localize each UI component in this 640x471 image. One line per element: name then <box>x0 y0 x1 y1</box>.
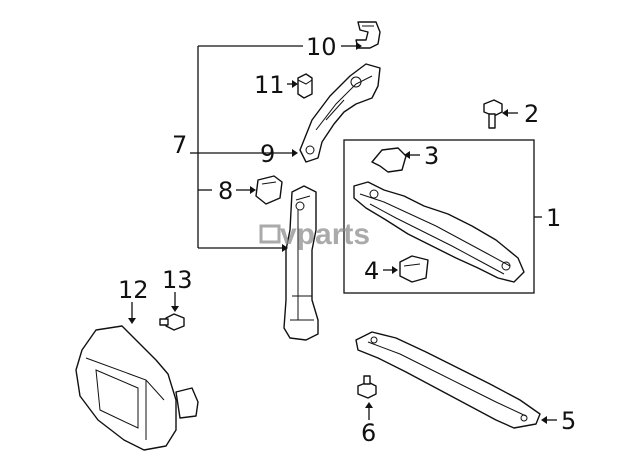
part-10-clip <box>355 21 381 49</box>
part-12-sensor <box>75 325 199 451</box>
callout-13: 13 <box>162 266 193 294</box>
callout-10: 10 <box>306 33 337 61</box>
part-9-upper-bracket <box>299 63 381 163</box>
callout-2: 2 <box>524 100 539 128</box>
leader-lines <box>128 42 557 424</box>
callout-3: 3 <box>424 142 439 170</box>
part-13-screw <box>159 313 185 331</box>
callout-7-bracket <box>190 45 303 249</box>
callout-9: 9 <box>260 140 275 168</box>
part-3-cover <box>371 147 407 173</box>
part-vertical-support <box>283 185 319 341</box>
watermark-text: vparts <box>280 218 370 251</box>
part-4-block <box>399 255 429 283</box>
callout-8: 8 <box>218 177 233 205</box>
part-5-lower-member <box>355 331 541 429</box>
part-2-bolt <box>483 99 503 129</box>
part-6-bolt <box>357 375 377 399</box>
callout-1: 1 <box>546 204 561 232</box>
callout-5: 5 <box>561 407 576 435</box>
callout-11: 11 <box>254 71 285 99</box>
callout-4: 4 <box>364 257 379 285</box>
watermark: vparts <box>259 218 370 251</box>
part-11-nut <box>297 73 313 99</box>
callout-6: 6 <box>361 419 376 447</box>
callout-numbers: 1 2 3 4 5 6 7 8 9 10 11 12 13 <box>118 33 576 447</box>
part-8-bracket <box>255 175 283 205</box>
callout-12: 12 <box>118 276 149 304</box>
callout-7: 7 <box>172 131 187 159</box>
part-1-support-beam <box>353 181 525 283</box>
